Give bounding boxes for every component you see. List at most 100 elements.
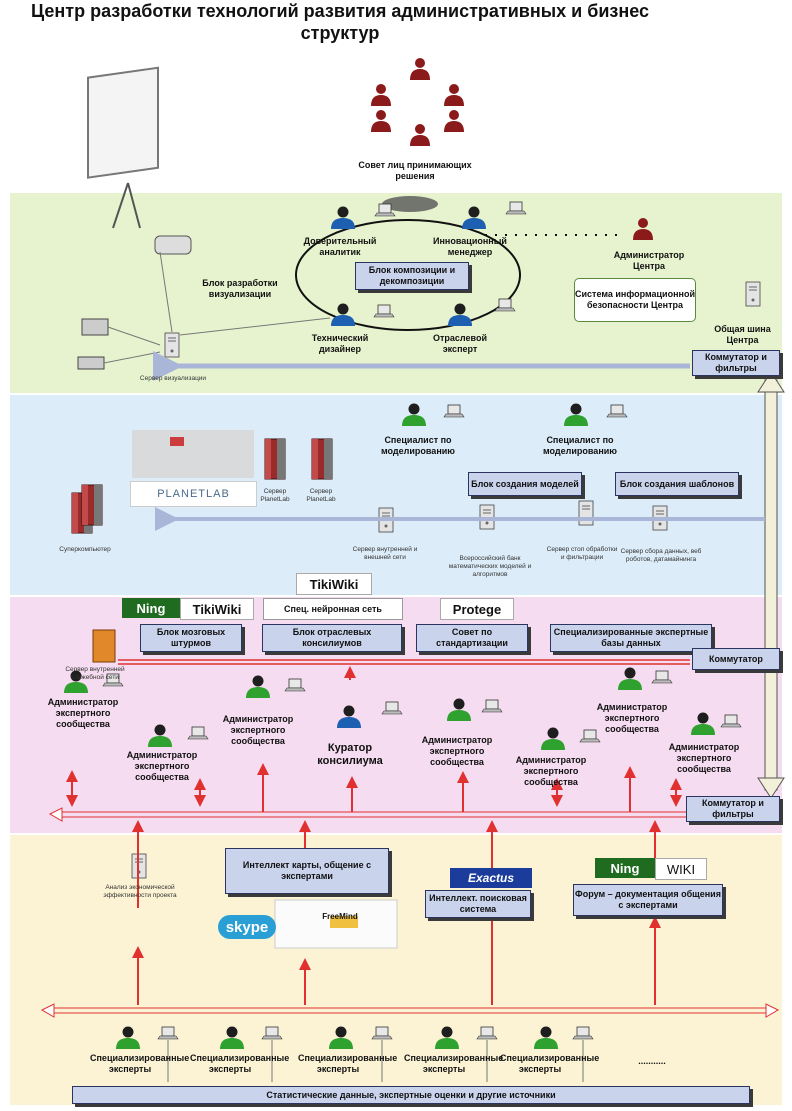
planetlab-server-label: Сервер PlanetLab [306, 488, 336, 503]
council-person-icon [371, 110, 391, 132]
consilium-block[interactable]: Блок отраслевых консилиумов [262, 624, 402, 652]
standard-council-block[interactable]: Совет по стандартизации [416, 624, 528, 652]
admin-community-label: Администратор экспертного сообщества [421, 735, 493, 767]
scanner-icon [77, 356, 105, 370]
admin-community-label: Администратор экспертного сообщества [222, 714, 294, 746]
person-icon [633, 218, 653, 240]
viz-server-label: Сервер визуализации [139, 375, 207, 382]
supercomputer-icon [71, 484, 103, 534]
freemind-label: FreeMind [322, 912, 358, 921]
admin-community-label: Администратор экспертного сообщества [515, 755, 587, 787]
tech-designer-label: Технический дизайнер [311, 333, 369, 354]
specialist-experts-label: Специализированные эксперты [298, 1053, 398, 1074]
person-icon [462, 206, 486, 229]
council-person-icon [371, 84, 391, 106]
person-icon [220, 1026, 244, 1049]
projector-icon [154, 235, 192, 255]
person-icon [148, 724, 172, 747]
visual-block-label: Блок разработки визуализации [202, 278, 278, 299]
person-icon [564, 403, 588, 426]
specialist-experts-label: Специализированные эксперты [190, 1053, 290, 1074]
printer-icon [81, 318, 109, 336]
ning-logo: Ning [595, 858, 655, 878]
person-icon [329, 1026, 353, 1049]
exactus-logo: Exactus [450, 868, 532, 888]
service-server-label: Сервер внутренней служебной сети [65, 666, 125, 681]
collect-server-label: Сервер сбора данных, веб роботов, датама… [620, 548, 702, 563]
russian-bank-label: Всероссийский банк математических моделе… [448, 555, 532, 578]
council-person-icon [444, 84, 464, 106]
specialist-modeling-label: Специалист по моделированию [543, 435, 617, 456]
curator-label: Куратор консилиума [317, 742, 383, 767]
center-admin-label: Администратор Центра [613, 250, 685, 271]
projector-screen-icon [87, 66, 159, 229]
person-icon [448, 303, 472, 326]
specialist-experts-label: Специализированные эксперты [500, 1053, 600, 1074]
person-icon [534, 1026, 558, 1049]
map-image [132, 430, 254, 478]
admin-community-label: Администратор экспертного сообщества [47, 697, 119, 729]
specialist-experts-label: Специализированные эксперты [404, 1053, 504, 1074]
person-icon [402, 403, 426, 426]
service-server-icon [92, 629, 116, 663]
person-icon [541, 727, 565, 750]
switch-box[interactable]: Коммутатор [692, 648, 780, 670]
trusted-analyst-label: Доверительный аналитик [303, 236, 377, 257]
composition-block[interactable]: Блок композиции и декомпозиции [355, 262, 469, 290]
specialist-experts-label: Специализированные эксперты [90, 1053, 190, 1074]
person-icon [618, 667, 642, 690]
council-person-icon [444, 110, 464, 132]
council-label: Совет лиц принимающих решения [358, 160, 472, 181]
expert-db-block[interactable]: Специализированные экспертные базы данны… [550, 624, 712, 652]
person-icon [447, 698, 471, 721]
admin-community-label: Администратор экспертного сообщества [668, 742, 740, 774]
int-ext-server-label: Сервер внутренней и внешней сети [352, 546, 418, 561]
tikiwiki-logo: TikiWiki [180, 598, 254, 620]
intellect-search-block[interactable]: Интеллект. поисковая система [425, 890, 531, 918]
person-icon [337, 705, 361, 728]
switch-filters-box[interactable]: Коммутатор и фильтры [686, 796, 780, 822]
server-icon [578, 500, 594, 526]
templates-block[interactable]: Блок создания шаблонов [615, 472, 739, 496]
switch-filters-box[interactable]: Коммутатор и фильтры [692, 350, 780, 376]
industry-expert-label: Отраслевой эксперт [433, 333, 487, 354]
neural-network-box[interactable]: Спец. нейронная сеть [263, 598, 403, 620]
admin-community-label: Администратор экспертного сообщества [126, 750, 198, 782]
econ-analysis-label: Анализ экономической эффективности проек… [103, 884, 177, 899]
council-person-icon [410, 58, 430, 80]
more-experts-dots: ........... [638, 1056, 666, 1066]
forum-block[interactable]: Форум – документация общения с экспертам… [573, 884, 723, 916]
skype-logo: skype [218, 915, 276, 939]
person-icon [116, 1026, 140, 1049]
planetlab-logo: PLANETLAB [130, 481, 257, 507]
wiki-logo: WIKI [655, 858, 707, 880]
tikiwiki-tag: TikiWiki [296, 573, 372, 595]
specialist-modeling-label: Специалист по моделированию [381, 435, 455, 456]
security-system-box[interactable]: Система информационной безопасности Цент… [574, 278, 696, 322]
brainstorm-block[interactable]: Блок мозговых штурмов [140, 624, 242, 652]
planetlab-server-label: Сервер PlanetLab [260, 488, 290, 503]
intellect-maps-block[interactable]: Интеллект карты, общение с экспертами [225, 848, 389, 894]
person-icon [246, 675, 270, 698]
person-icon [331, 303, 355, 326]
admin-community-label: Администратор экспертного сообщества [596, 702, 668, 734]
protege-logo: Protege [440, 598, 514, 620]
ning-logo: Ning [122, 598, 180, 618]
innovation-manager-label: Инновационный менеджер [433, 236, 507, 257]
stop-server-label: Сервер стоп обработки и фильтрации [546, 546, 618, 561]
server-icon [745, 281, 761, 307]
mindmap-screenshot [274, 899, 398, 949]
server-icon [164, 332, 180, 358]
common-bus-label: Общая шина Центра [714, 324, 771, 345]
council-person-icon [410, 124, 430, 146]
person-icon [435, 1026, 459, 1049]
rack-server-icon [311, 438, 333, 480]
supercomputer-label: Суперкомпьютер [59, 546, 111, 553]
data-sources-bar[interactable]: Статистические данные, экспертные оценки… [72, 1086, 750, 1104]
person-icon [331, 206, 355, 229]
page-title: Центр разработки технологий развития адм… [31, 1, 649, 43]
models-block[interactable]: Блок создания моделей [468, 472, 582, 496]
rack-server-icon [264, 438, 286, 480]
person-icon [691, 712, 715, 735]
